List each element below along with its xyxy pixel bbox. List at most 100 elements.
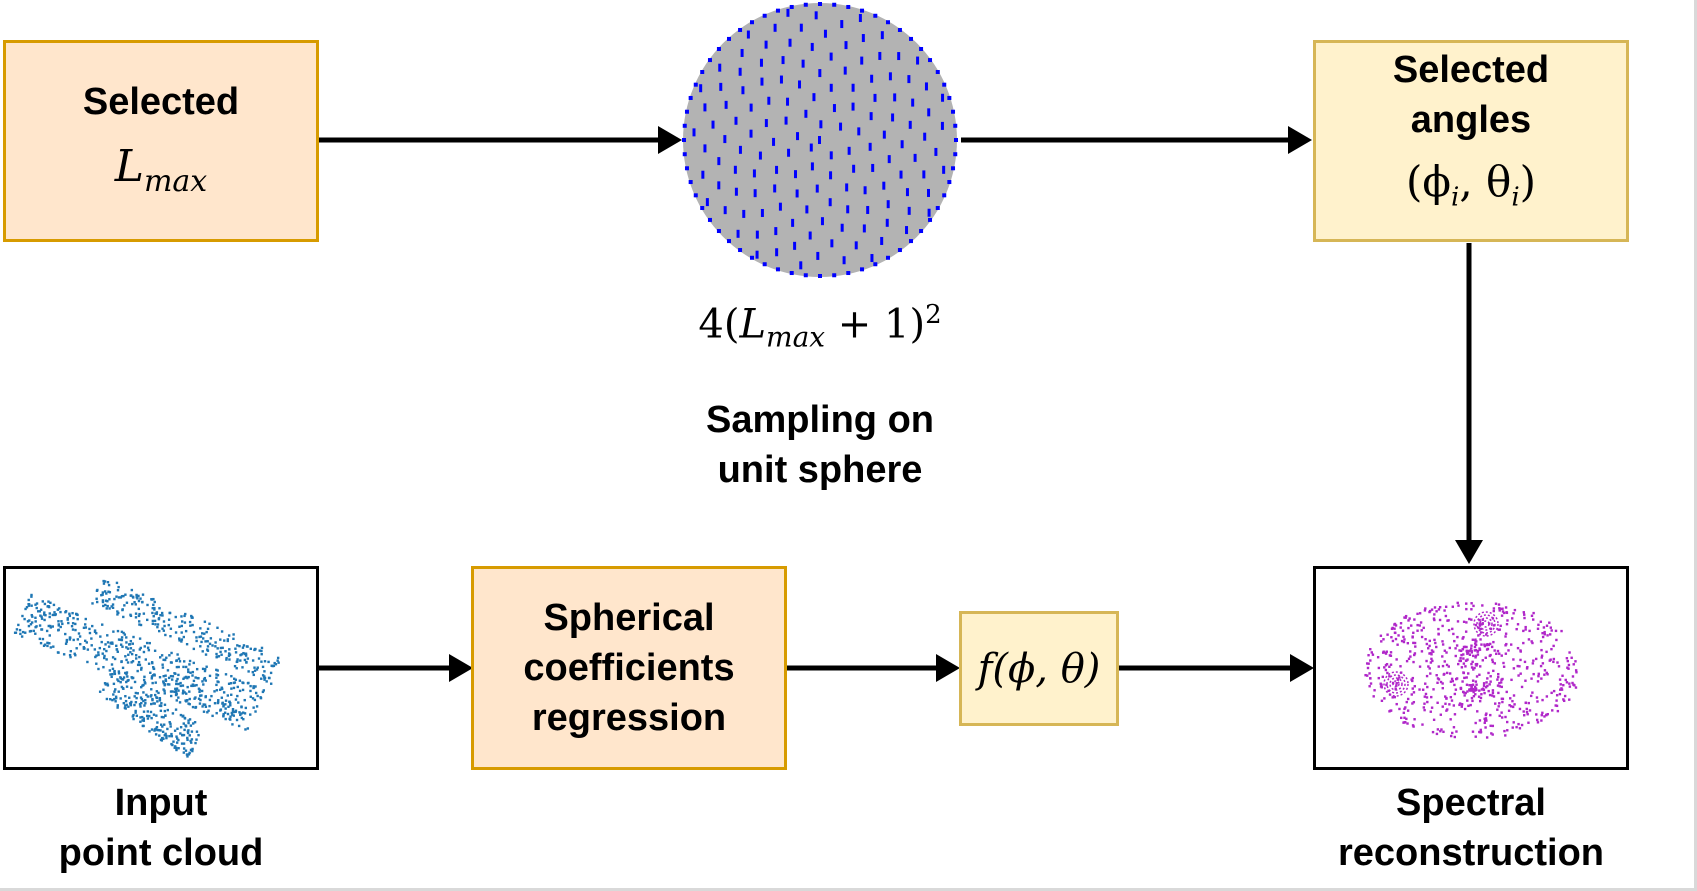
input-point bbox=[31, 615, 34, 618]
input-point bbox=[27, 602, 31, 606]
reconstruction-point bbox=[1552, 657, 1556, 661]
reconstruction-point bbox=[1539, 664, 1543, 668]
reconstruction-point bbox=[1403, 616, 1406, 619]
input-point bbox=[235, 667, 238, 670]
reconstruction-point bbox=[1476, 710, 1479, 713]
sphere-point bbox=[846, 205, 850, 214]
input-point bbox=[135, 593, 138, 597]
input-point bbox=[159, 656, 162, 659]
reconstruction-point bbox=[1454, 688, 1458, 691]
sphere-point bbox=[758, 151, 762, 160]
reconstruction-point bbox=[1510, 678, 1513, 682]
sphere-point bbox=[866, 205, 870, 214]
sphere-rim-point bbox=[750, 255, 754, 260]
sphere-point bbox=[699, 84, 703, 93]
reconstruction-point bbox=[1497, 675, 1500, 679]
reconstruction-point bbox=[1541, 662, 1545, 665]
input-point bbox=[221, 702, 224, 705]
reconstruction-point bbox=[1525, 707, 1528, 711]
sphere-rim-point bbox=[682, 138, 686, 142]
input-point bbox=[122, 631, 125, 635]
reconstruction-point bbox=[1487, 643, 1491, 647]
input-point bbox=[93, 630, 97, 634]
reconstruction-point bbox=[1512, 667, 1516, 670]
input-point bbox=[224, 717, 227, 721]
input-point bbox=[154, 727, 158, 730]
input-point bbox=[247, 670, 250, 673]
input-point bbox=[173, 672, 176, 675]
reconstruction-point bbox=[1517, 722, 1520, 726]
input-point bbox=[38, 637, 42, 641]
input-point bbox=[77, 632, 81, 635]
reconstruction-point bbox=[1516, 664, 1519, 668]
reconstruction-point bbox=[1526, 713, 1529, 716]
reconstruction-point bbox=[1413, 685, 1417, 688]
input-point bbox=[169, 635, 172, 638]
reconstruction-point bbox=[1430, 653, 1433, 656]
input-point bbox=[202, 710, 206, 713]
reconstruction-point bbox=[1518, 727, 1522, 730]
input-point bbox=[184, 629, 188, 633]
reconstruction-point bbox=[1537, 672, 1540, 676]
input-point bbox=[113, 597, 116, 601]
input-point bbox=[78, 635, 82, 638]
input-point bbox=[108, 591, 112, 594]
input-point bbox=[84, 639, 87, 643]
input-point bbox=[134, 709, 137, 713]
reconstruction-point bbox=[1545, 713, 1548, 717]
sphere-point bbox=[843, 66, 847, 75]
input-point bbox=[108, 598, 111, 601]
input-point bbox=[186, 730, 190, 733]
reconstruction-point bbox=[1540, 654, 1544, 657]
input-point bbox=[93, 629, 97, 632]
reconstruction-point bbox=[1423, 695, 1427, 698]
reconstruction-point bbox=[1498, 702, 1501, 705]
input-point bbox=[220, 653, 223, 656]
reconstruction-point bbox=[1382, 638, 1385, 641]
input-point bbox=[198, 635, 201, 639]
reconstruction-point bbox=[1542, 626, 1546, 629]
input-point bbox=[158, 697, 162, 701]
reconstruction-point bbox=[1424, 607, 1427, 610]
input-point bbox=[125, 636, 128, 639]
sphere-point bbox=[799, 261, 803, 270]
reconstruction-point bbox=[1535, 713, 1538, 716]
sphere-rim-point bbox=[700, 70, 705, 74]
reconstruction-point bbox=[1456, 601, 1459, 605]
input-point bbox=[111, 603, 115, 606]
input-point bbox=[115, 581, 119, 585]
input-point bbox=[164, 674, 167, 677]
reconstruction-point bbox=[1387, 689, 1390, 693]
reconstruction-point bbox=[1470, 685, 1473, 688]
input-point bbox=[265, 680, 268, 683]
input-point bbox=[199, 645, 202, 648]
input-point bbox=[249, 647, 252, 650]
input-point bbox=[208, 622, 211, 625]
input-point bbox=[187, 670, 190, 674]
reconstruction-point bbox=[1500, 614, 1504, 617]
sphere-rim-point bbox=[684, 166, 689, 171]
reconstruction-point bbox=[1493, 662, 1497, 665]
input-point bbox=[34, 632, 37, 635]
sphere-point bbox=[788, 38, 792, 47]
regression-line3: regression bbox=[531, 697, 727, 739]
input-point bbox=[110, 605, 113, 608]
input-point bbox=[131, 660, 135, 663]
input-point bbox=[187, 719, 190, 722]
reconstruction-box bbox=[1313, 566, 1629, 770]
input-point bbox=[133, 703, 136, 707]
reconstruction-point bbox=[1444, 702, 1447, 705]
input-point bbox=[203, 632, 206, 635]
reconstruction-point bbox=[1441, 705, 1444, 708]
reconstruction-point bbox=[1506, 619, 1509, 622]
reconstruction-point bbox=[1435, 645, 1438, 649]
selected-angles-line2: angles bbox=[1410, 99, 1532, 141]
input-point bbox=[139, 716, 142, 719]
regression-line2: coefficients bbox=[523, 647, 735, 689]
reconstruction-point bbox=[1504, 715, 1507, 719]
reconstruction-point bbox=[1399, 622, 1403, 625]
input-point bbox=[26, 620, 30, 623]
sphere-point bbox=[878, 51, 882, 60]
input-point bbox=[187, 721, 190, 725]
sphere-rim-point bbox=[803, 2, 808, 7]
